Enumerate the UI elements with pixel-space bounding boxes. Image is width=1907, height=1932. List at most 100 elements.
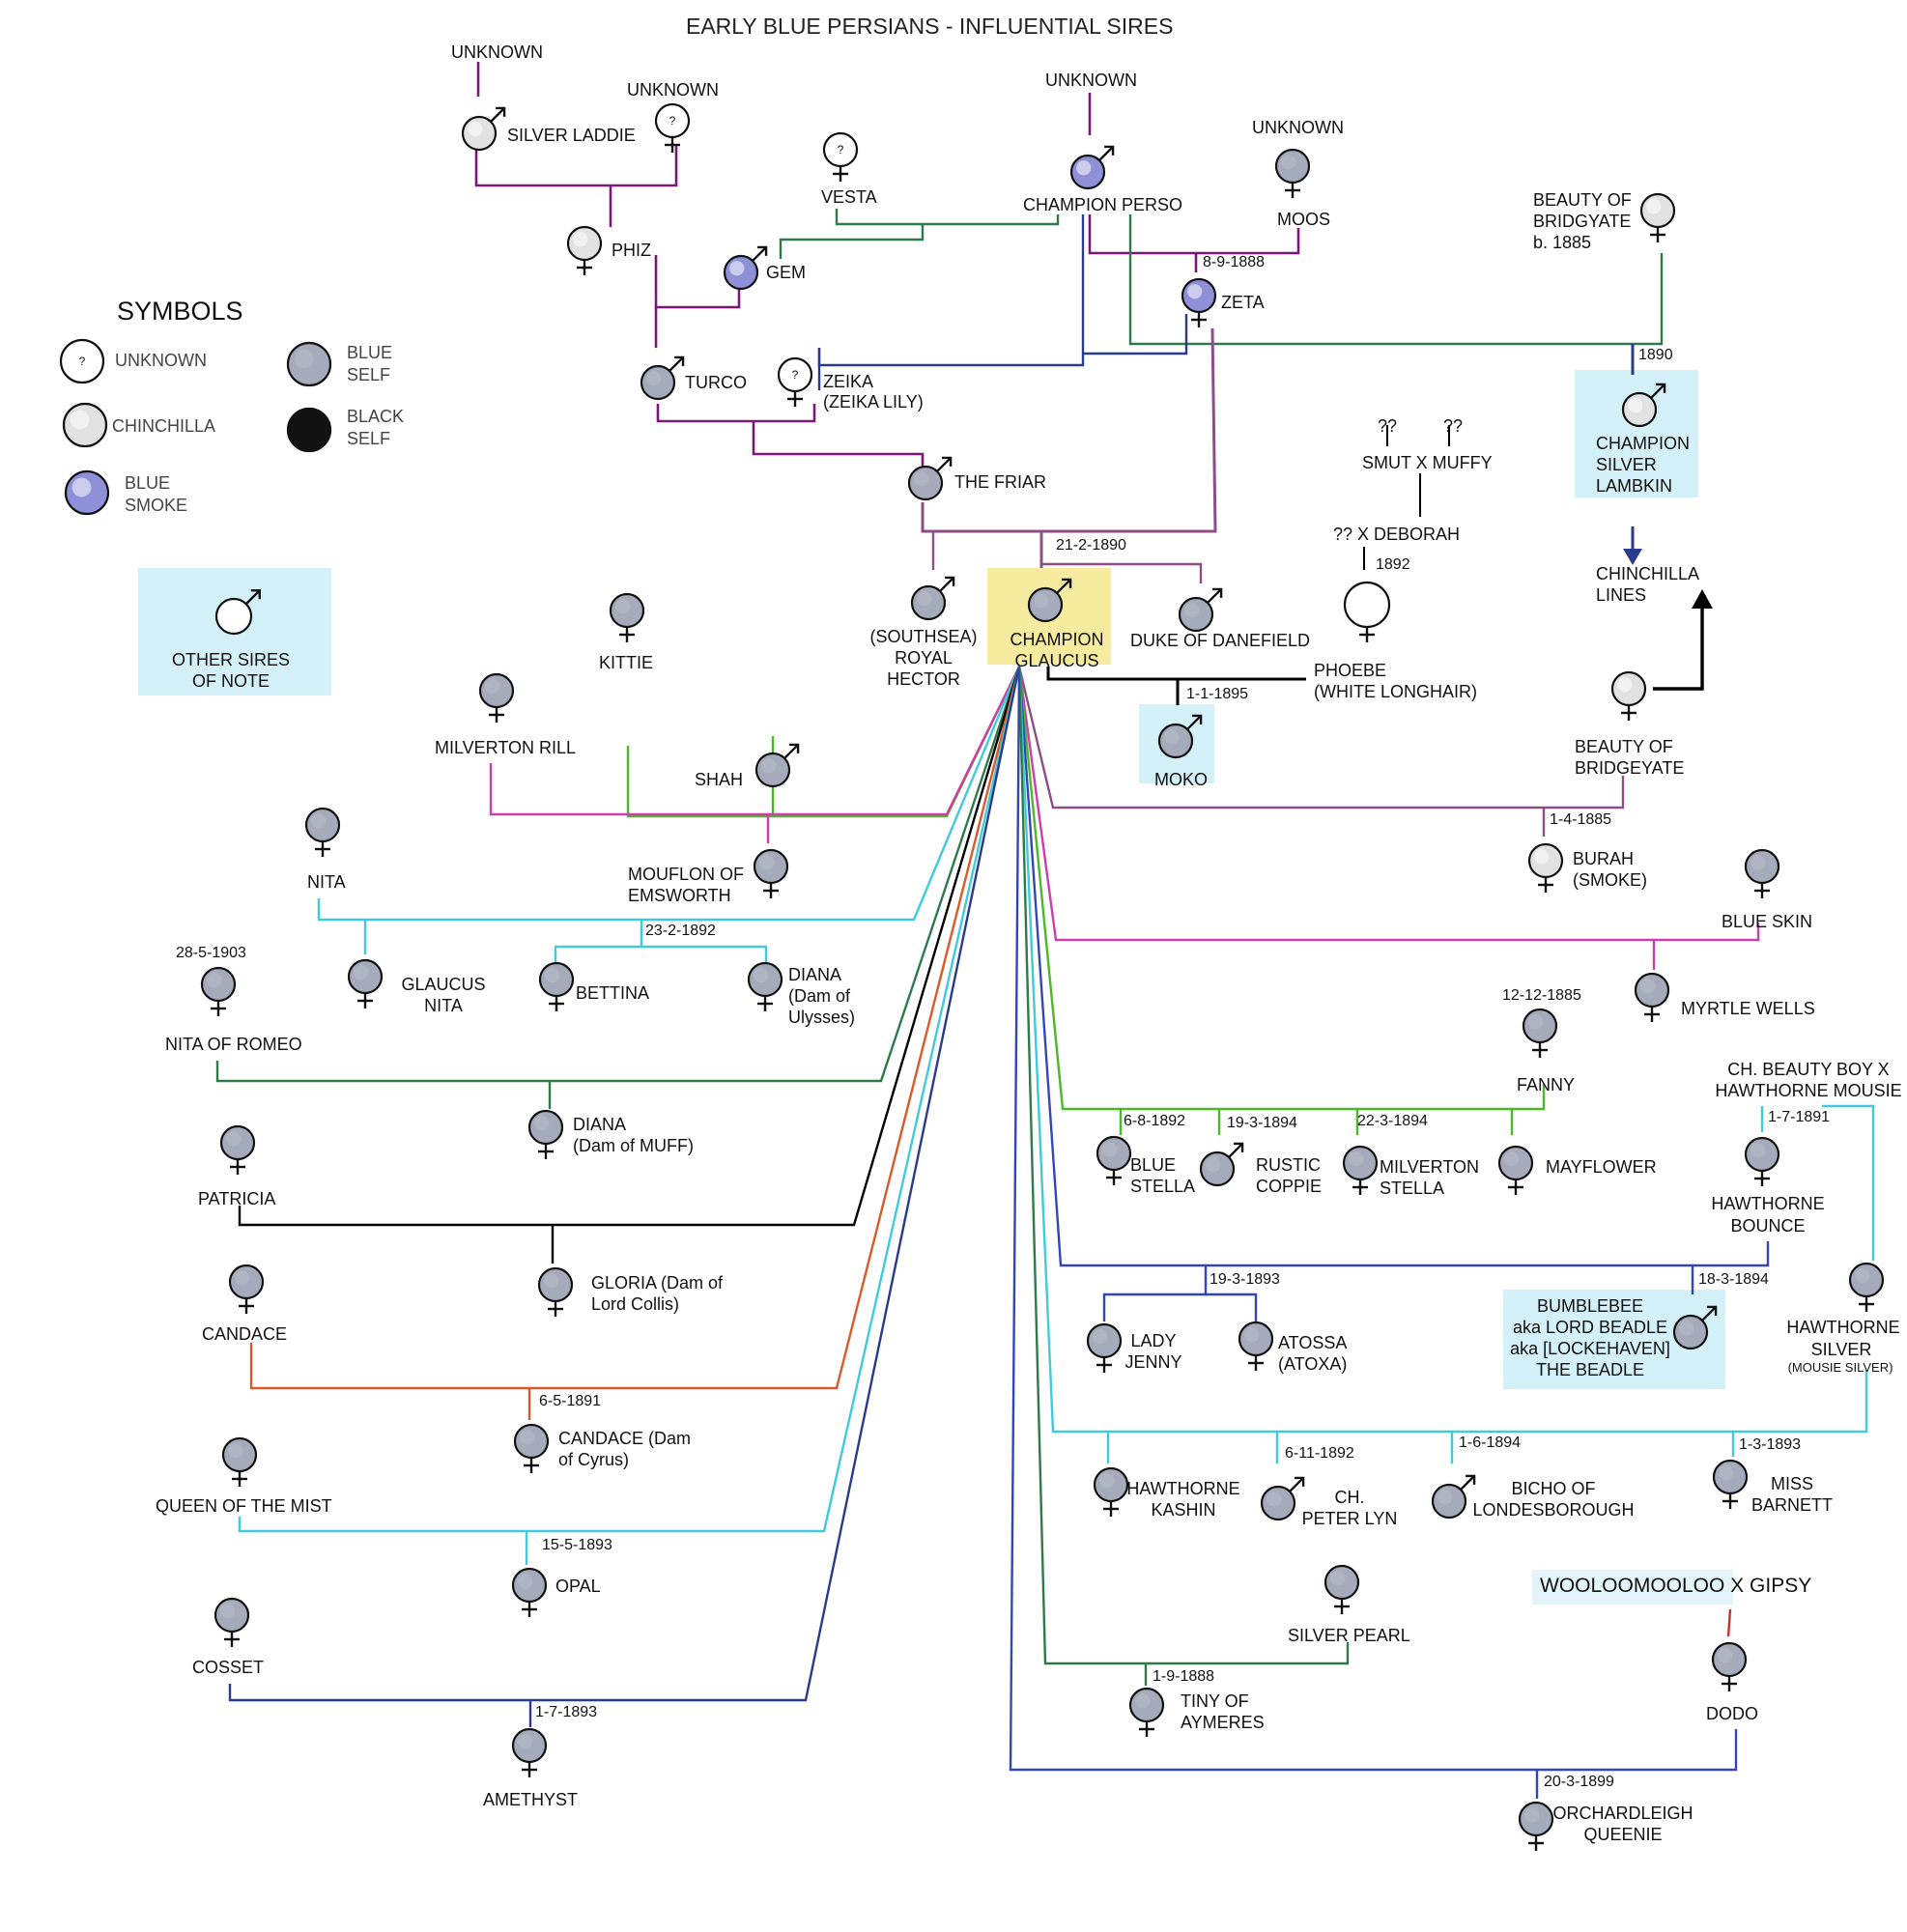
diagram-title: EARLY BLUE PERSIANS - INFLUENTIAL SIRES (686, 14, 1174, 39)
date-barnett: 1-3-1893 (1739, 1436, 1802, 1453)
candace-symbol (228, 1264, 265, 1314)
date-deborah: 1892 (1376, 556, 1410, 573)
label-moos: MOOS (1277, 210, 1331, 229)
highlight-lambkin (1575, 370, 1698, 497)
lady-jenny-symbol (1086, 1322, 1123, 1373)
arrow-head-lambkin (1623, 549, 1642, 565)
label-lambkin-2: SILVER (1596, 455, 1657, 474)
label-diana-ulysses-2: (Dam of (788, 986, 851, 1006)
glaucus-nita-symbol (347, 958, 384, 1009)
label-myrtle-wells: MYRTLE WELLS (1681, 999, 1815, 1018)
date-glaucus: 21-2-1890 (1056, 537, 1126, 554)
line-phoebe-glaucus (1046, 667, 1306, 681)
line-zeta-parents (1088, 214, 1300, 255)
label-bumblebee-4: THE BEADLE (1535, 1360, 1645, 1379)
label-bumblebee-3: aka [LOCKEHAVEN] (1510, 1339, 1670, 1358)
legend-chinchilla-symbol (62, 402, 108, 448)
line-gem-parents (779, 209, 925, 259)
line-turco-parents (654, 255, 741, 309)
champion-glaucus-symbol (1027, 578, 1072, 623)
zeika-symbol: ? (777, 356, 813, 407)
label-tiny-of-aymeres-1: TINY OF (1181, 1691, 1249, 1711)
diana-muff-symbol (527, 1109, 564, 1159)
date-bettina: 23-2-1892 (645, 923, 716, 939)
line-lambkin-parents (1128, 214, 1664, 346)
label-muffy-q: ?? (1443, 416, 1464, 436)
label-wooloo-gipsy: WOOLOOMOOLOO X GIPSY (1540, 1575, 1812, 1597)
line-glaucus-silver (1017, 666, 1868, 1434)
label-hawthorne-kashin-2: KASHIN (1151, 1500, 1216, 1520)
legend-chinchilla-label: CHINCHILLA (112, 416, 216, 436)
date-candace-cyrus: 6-5-1891 (539, 1393, 602, 1409)
phiz-symbol (566, 225, 603, 275)
line-glaucus-queen (238, 666, 1021, 1533)
line-glaucus-nita (317, 666, 1021, 922)
label-lady-jenny-2: JENNY (1124, 1352, 1182, 1372)
line-glaucus-cosset (228, 666, 1021, 1702)
label-beauty-boy-1: CH. BEAUTY BOY X (1727, 1060, 1890, 1079)
legend-other-sires-symbol (214, 589, 261, 636)
label-hawthorne-silver-3: (MOUSIE SILVER) (1787, 1360, 1893, 1375)
duke-of-danefield-symbol (1178, 587, 1223, 633)
nita-symbol (304, 807, 341, 857)
line-to-friar (752, 421, 925, 473)
label-lambkin-3: LAMBKIN (1596, 476, 1673, 496)
date-bounce: 1-7-1891 (1768, 1109, 1831, 1125)
label-miss-barnett-2: BARNETT (1750, 1495, 1834, 1515)
bicho-symbol (1431, 1474, 1476, 1520)
date-nita-of-romeo: 28-5-1903 (176, 945, 246, 961)
silver-pearl-symbol (1324, 1564, 1360, 1614)
diana-ulysses-symbol (747, 961, 783, 1011)
date-orchardleigh: 20-3-1899 (1544, 1774, 1614, 1790)
date-opal: 15-5-1893 (542, 1537, 612, 1553)
label-diana-ulysses-3: Ulysses) (788, 1008, 856, 1027)
queen-of-the-mist-symbol (221, 1436, 258, 1487)
legend-blue-self-label-2: SELF (347, 365, 391, 384)
tiny-of-aymeres-symbol (1128, 1687, 1165, 1737)
line-to-diana-ulysses (641, 945, 768, 963)
label-unknown-1: UNKNOWN (451, 43, 543, 62)
date-bicho: 1-6-1894 (1459, 1435, 1522, 1451)
label-amethyst: AMETHYST (483, 1790, 579, 1809)
label-unknown-3: UNKNOWN (1045, 71, 1137, 90)
date-rustic: 19-3-1894 (1227, 1115, 1297, 1131)
date-bumblebee: 18-3-1894 (1698, 1271, 1769, 1288)
label-queen-of-the-mist: QUEEN OF THE MIST (156, 1496, 332, 1516)
label-mouflon-2: EMSWORTH (628, 886, 731, 905)
label-gloria-1: GLORIA (Dam of (591, 1273, 724, 1293)
date-lambkin: 1890 (1638, 347, 1673, 363)
legend-black-self-symbol (286, 407, 332, 453)
line-wooloo-dodo (1726, 1608, 1732, 1637)
label-nita: NITA (307, 872, 346, 892)
label-diana-ulysses-1: DIANA (788, 965, 842, 984)
milverton-stella-symbol (1342, 1145, 1379, 1195)
label-chinchilla-lines-2: LINES (1596, 585, 1647, 605)
label-mayflower: MAYFLOWER (1546, 1157, 1657, 1177)
label-the-friar: THE FRIAR (954, 472, 1047, 492)
label-candace-cyrus-2: of Cyrus) (558, 1450, 630, 1469)
label-dodo: DODO (1706, 1704, 1758, 1723)
peter-lyn-symbol (1260, 1476, 1305, 1521)
legend-other-sires-label-1: OTHER SIRES (171, 650, 291, 669)
legend-unknown-symbol: ? (59, 338, 105, 384)
label-champion-perso: CHAMPION PERSO (1023, 195, 1183, 214)
line-glaucus-silver-pearl (1017, 666, 1350, 1665)
label-danefield: DUKE OF DANEFIELD (1130, 631, 1311, 650)
rustic-coppie-symbol (1199, 1142, 1244, 1187)
line-friar-parents (656, 404, 816, 423)
dodo-symbol (1711, 1641, 1748, 1691)
label-blue-stella-1: BLUE (1130, 1155, 1177, 1175)
line-glaucus-blue-skin (1017, 666, 1760, 942)
label-tiny-of-aymeres-2: AYMERES (1181, 1713, 1265, 1732)
unknown-dam-laddie-symbol: ? (654, 102, 691, 153)
cosset-symbol (213, 1597, 250, 1647)
gem-symbol (723, 245, 768, 291)
label-burah-1: BURAH (1573, 849, 1635, 868)
label-milverton-stella-2: STELLA (1380, 1179, 1445, 1198)
line-beauty-chinchilla-arrow (1653, 604, 1704, 691)
label-beauty-bottom-2: BRIDGEYATE (1575, 758, 1685, 778)
bettina-symbol (538, 961, 575, 1011)
svg-text:?: ? (838, 143, 844, 156)
label-zeika-2: (ZEIKA LILY) (823, 392, 924, 412)
label-hawthorne-silver-1: HAWTHORNE (1786, 1318, 1900, 1337)
